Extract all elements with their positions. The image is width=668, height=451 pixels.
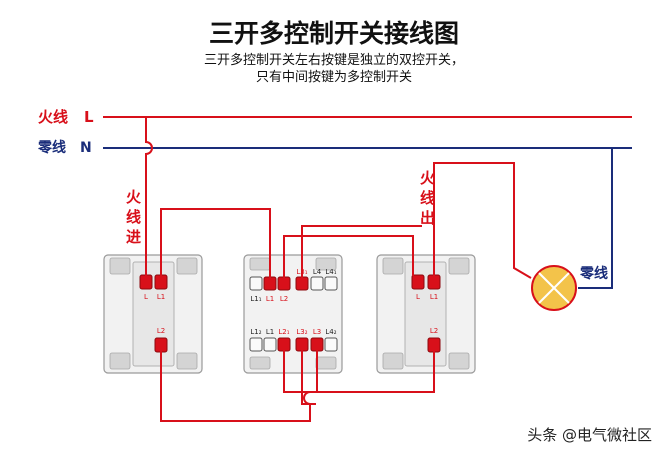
right-label-L1: L1 <box>430 293 438 301</box>
mid-bottom-label-5: L3 <box>313 328 321 336</box>
live-out-label-1: 火 <box>420 169 436 187</box>
live-line-label: 火线 <box>38 108 68 126</box>
mid-bottom-label-1: L1₂ <box>250 328 261 336</box>
mid-bottom-label-6: L4₂ <box>325 328 336 336</box>
left-switch <box>103 254 203 374</box>
right-label-L2: L2 <box>430 327 438 335</box>
mid-bottom-label-2: L1 <box>266 328 274 336</box>
live-line-letter: L <box>84 108 94 126</box>
lamp-neutral-label: 零线 <box>579 265 608 282</box>
live-in-label-3: 进 <box>126 228 141 246</box>
right-label-L: L <box>416 293 420 301</box>
left-label-L: L <box>144 293 148 301</box>
subtitle-line-1: 三开多控制开关左右按键是独立的双控开关， <box>204 52 464 68</box>
mid-top-label-2: L1 <box>266 295 274 303</box>
mid-bottom-label-4: L3₂ <box>296 328 307 336</box>
mid-bottom-terminal-2 <box>263 337 277 352</box>
left-label-L1: L1 <box>157 293 165 301</box>
watermark: 头条 @电气微社区 <box>527 426 652 444</box>
right-terminal-L <box>411 274 425 290</box>
mid-top-terminal-2 <box>263 276 277 291</box>
mid-bottom-terminal-1 <box>249 337 263 352</box>
mid-top-label-3: L2 <box>280 295 288 303</box>
mid-top-terminal-6 <box>324 276 338 291</box>
left-terminal-L <box>139 274 153 290</box>
mid-top-terminal-1 <box>249 276 263 291</box>
wire-mid-L2-to-right-L2 <box>283 345 435 393</box>
wire-mid-L3-top <box>301 225 422 278</box>
mid-top-terminal-5 <box>310 276 324 291</box>
wire-mid-L3-bottom <box>301 345 316 405</box>
page-title: 三开多控制开关接线图 <box>209 19 459 48</box>
wire-live-out-to-lamp <box>433 162 532 279</box>
subtitle-line-2: 只有中间按键为多控制开关 <box>256 69 412 85</box>
lamp <box>531 265 577 311</box>
mid-top-label-1: L1₁ <box>250 295 261 303</box>
mid-bottom-label-3: L2₁ <box>278 328 289 336</box>
mid-top-terminal-3 <box>277 276 291 291</box>
mid-top-label-5: L4 <box>313 268 322 276</box>
neutral-line-letter: N <box>80 140 92 156</box>
right-terminal-L1 <box>427 274 441 290</box>
live-in-label-2: 线 <box>126 208 141 226</box>
wire-left-L1-to-mid-L1 <box>160 208 271 278</box>
mid-top-terminal-4 <box>295 276 309 291</box>
wire-mid-to-right-L <box>283 235 414 278</box>
mid-bottom-terminal-6 <box>324 337 338 352</box>
left-terminal-L1 <box>154 274 168 290</box>
live-out-label-3: 出 <box>420 209 435 227</box>
wire-lamp-neutral <box>578 148 613 289</box>
left-label-L2: L2 <box>157 327 165 335</box>
neutral-line-label: 零线 <box>37 139 66 156</box>
right-switch <box>376 254 476 374</box>
live-in-label-1: 火 <box>126 188 142 206</box>
mid-top-label-6: L4₁ <box>325 268 336 276</box>
wire-live-in <box>145 117 153 276</box>
live-out-label-2: 线 <box>420 189 435 207</box>
